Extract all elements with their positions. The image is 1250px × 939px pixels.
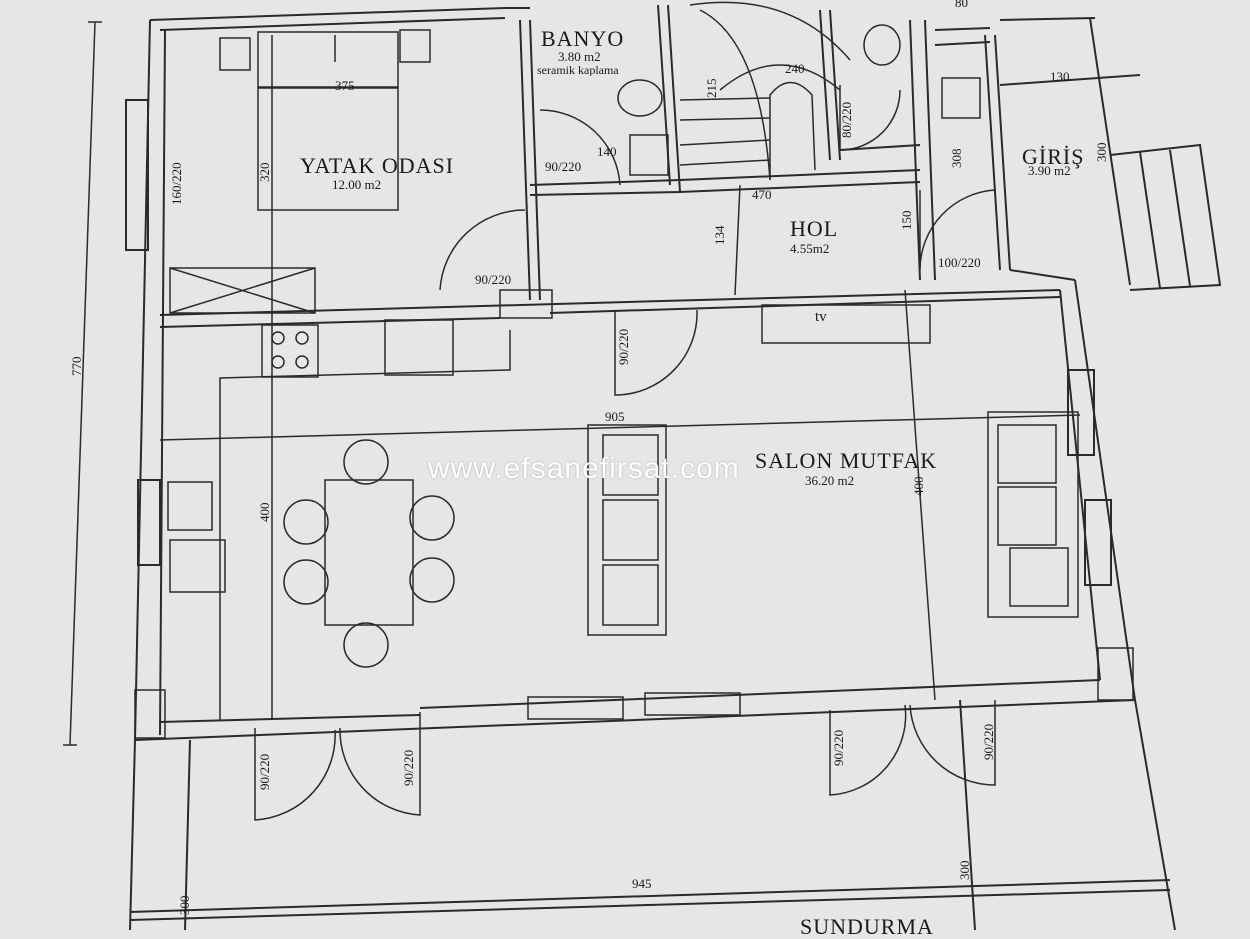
dim-90-220-bottom-4: 90/220: [981, 723, 996, 760]
dim-80-220: 80/220: [839, 101, 854, 138]
room-name-yatak-odasi: YATAK ODASI: [300, 153, 455, 178]
room-area-banyo: 3.80 m2: [558, 49, 601, 64]
dim-300-left: 300: [177, 895, 192, 916]
dim-375: 375: [335, 78, 355, 93]
room-note-banyo: seramik kaplama: [537, 64, 619, 76]
dim-100-220: 100/220: [938, 255, 981, 270]
dim-905: 905: [605, 409, 625, 424]
dim-400-right: 400: [911, 476, 926, 497]
dim-240: 240: [785, 61, 805, 76]
room-name-banyo: BANYO: [541, 26, 625, 51]
dim-top-80: 80: [955, 0, 968, 10]
room-area-salon-mutfak: 36.20 m2: [805, 473, 855, 488]
dim-300: 300: [1094, 142, 1109, 163]
tv-label: tv: [815, 309, 827, 325]
dim-90-220-bottom-1: 90/220: [257, 753, 272, 790]
watermark-text: www.efsanefirsat.com: [428, 452, 740, 485]
dim-308: 308: [949, 148, 964, 169]
room-name-hol: HOL: [790, 216, 839, 241]
dim-90-220-bottom-3: 90/220: [831, 729, 846, 766]
dim-945: 945: [632, 876, 652, 891]
dim-770: 770: [69, 356, 84, 377]
dim-140: 140: [597, 144, 617, 159]
dim-134: 134: [712, 225, 727, 246]
room-name-giris: GİRİŞ: [1022, 144, 1085, 169]
door-swings: [254, 85, 996, 821]
dim-90-220-yatak: 90/220: [475, 272, 512, 287]
dim-300-bottom: 300: [957, 860, 972, 881]
dim-160-220: 160/220: [169, 162, 184, 205]
dim-90-220-salon: 90/220: [616, 328, 631, 365]
dim-90-220-banyo: 90/220: [545, 159, 582, 174]
room-area-hol: 4.55m2: [790, 241, 830, 256]
dim-130: 130: [1050, 69, 1070, 84]
dim-150: 150: [899, 210, 914, 231]
dim-320: 320: [257, 162, 272, 183]
room-area-giris: 3.90 m2: [1028, 163, 1071, 178]
room-area-yatak-odasi: 12.00 m2: [332, 177, 382, 192]
dim-90-220-bottom-2: 90/220: [401, 749, 416, 786]
dim-470: 470: [752, 187, 772, 202]
dim-400-left: 400: [257, 502, 272, 523]
room-name-sundurma: SUNDURMA: [800, 914, 934, 939]
dim-215: 215: [704, 78, 719, 99]
room-name-salon-mutfak: SALON MUTFAK: [755, 448, 938, 473]
furniture: [134, 1, 1134, 739]
